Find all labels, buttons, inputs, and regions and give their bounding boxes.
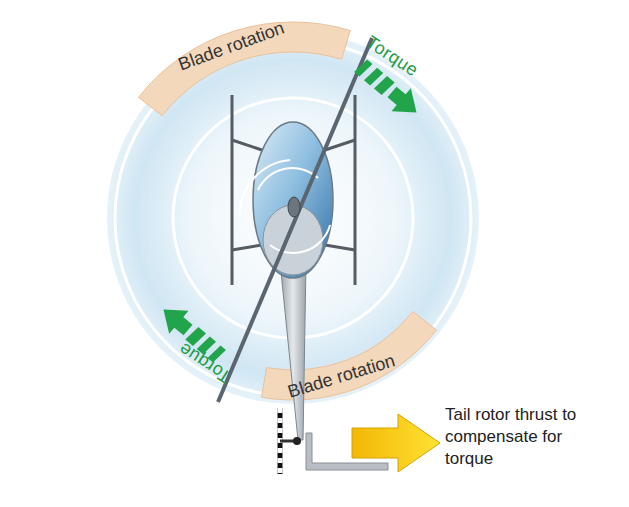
band-text: Blade rotation — [174, 18, 289, 76]
band-text: Blade rotation — [284, 350, 400, 403]
torque-label: Torque — [362, 31, 422, 80]
tail-rotor-hub — [293, 437, 301, 445]
rotor-hub — [288, 197, 300, 217]
rotor-blade — [218, 38, 372, 402]
rotation-band-label: Blade rotation — [284, 350, 400, 403]
torque-label: Torque — [175, 337, 235, 386]
rotation-band-label: Blade rotation — [174, 18, 289, 76]
tail-boom — [280, 262, 306, 440]
callout-note: Tail rotor thrust to compensate for torq… — [445, 404, 585, 470]
thrust-arrow — [352, 414, 440, 472]
cabin — [253, 122, 333, 278]
